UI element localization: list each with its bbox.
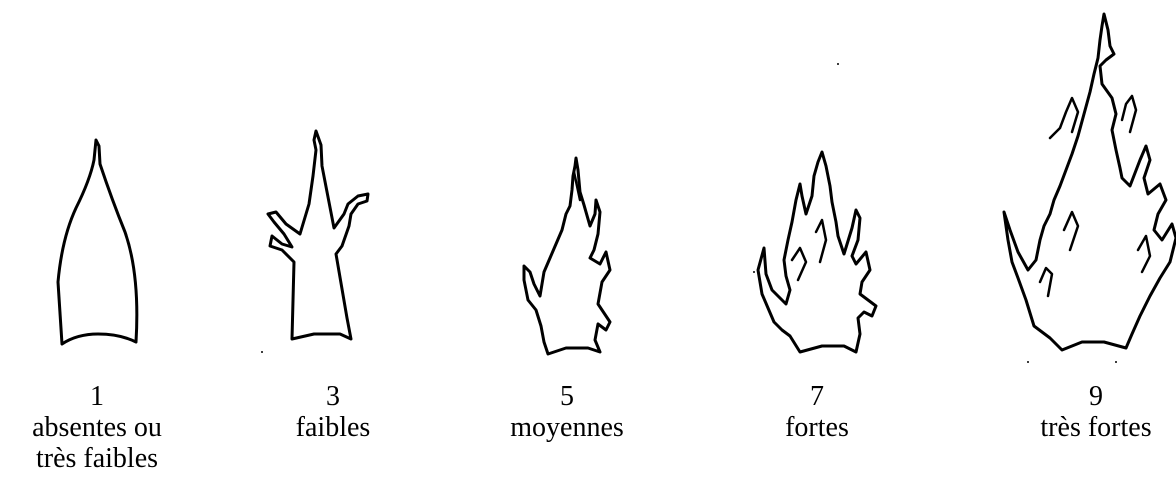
level-1-label: 1 absentes ou très faibles [0, 381, 197, 474]
level-1-value: 1 [90, 381, 104, 412]
level-3-value: 3 [326, 381, 340, 412]
level-5-value: 5 [560, 381, 574, 412]
scan-speck [1115, 361, 1117, 363]
level-9-label: 9 très fortes [996, 381, 1176, 443]
level-9-value: 9 [1089, 381, 1103, 412]
leaf-shape-level-7 [756, 150, 878, 354]
level-3-label: 3 faibles [233, 381, 433, 443]
level-7-label: 7 fortes [717, 381, 917, 443]
level-9-description: très fortes [1040, 412, 1152, 443]
leaf-shape-level-1 [56, 138, 139, 346]
scan-speck [837, 63, 839, 65]
scan-speck [753, 271, 755, 273]
level-1-description: absentes ou [32, 412, 162, 443]
level-3-description: faibles [295, 412, 371, 443]
level-1-description-line2: très faibles [35, 443, 159, 474]
level-7-value: 7 [810, 381, 824, 412]
scan-speck [1027, 361, 1029, 363]
level-7-description: fortes [785, 412, 849, 443]
scan-speck [261, 351, 263, 353]
leaf-shape-level-3 [266, 129, 370, 341]
leaf-shape-level-5 [522, 156, 612, 356]
level-5-label: 5 moyennes [467, 381, 667, 443]
leaf-shape-level-9 [1002, 12, 1176, 352]
level-5-description: moyennes [510, 412, 624, 443]
